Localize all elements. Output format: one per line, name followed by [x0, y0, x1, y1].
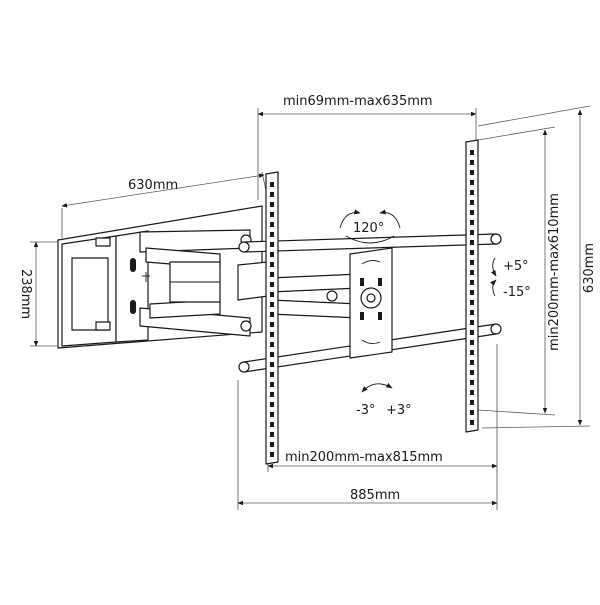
rail-slot	[270, 402, 274, 407]
rail-slot	[270, 332, 274, 337]
rail-slot	[470, 290, 474, 295]
rail-slot	[270, 302, 274, 307]
rail-slot	[270, 202, 274, 207]
rail-slot	[270, 252, 274, 257]
rail-slot	[470, 300, 474, 305]
rail-slot	[470, 380, 474, 385]
rail-slot	[270, 372, 274, 377]
tilt-arrows-icon	[490, 257, 497, 297]
rail-slot	[470, 280, 474, 285]
rail-slot	[470, 390, 474, 395]
rail-slot	[470, 180, 474, 185]
rail-slot	[270, 212, 274, 217]
rail-slot	[270, 362, 274, 367]
label-top-span: min69mm-max635mm	[283, 94, 433, 109]
rail-slot	[470, 220, 474, 225]
rail-slot	[270, 442, 274, 447]
rail-slot	[270, 242, 274, 247]
rail-slot	[270, 262, 274, 267]
rail-slot	[270, 222, 274, 227]
rail-slot	[270, 422, 274, 427]
rail-slot	[470, 250, 474, 255]
rail-slot	[470, 360, 474, 365]
label-plate-height: 238mm	[18, 269, 33, 319]
rail-slot	[470, 160, 474, 165]
label-arm-depth: 630mm	[128, 178, 178, 193]
rotation-labels: 120° +5° -15° -3° +3°	[353, 221, 531, 418]
rail-slot	[470, 190, 474, 195]
rail-slot	[470, 270, 474, 275]
rail-slot	[470, 150, 474, 155]
label-overall-width: 885mm	[350, 488, 400, 503]
label-tilt-down: -15°	[503, 285, 531, 300]
rail-slot	[470, 370, 474, 375]
rail-slot	[270, 382, 274, 387]
rail-slot	[470, 420, 474, 425]
rail-slot	[470, 200, 474, 205]
rail-slot	[270, 312, 274, 317]
rail-slot	[270, 412, 274, 417]
rail-slot	[270, 232, 274, 237]
rail-slot	[470, 230, 474, 235]
tilt-head	[349, 247, 393, 359]
rail-slot	[470, 330, 474, 335]
rail-slot	[470, 410, 474, 415]
rail-slot	[270, 452, 274, 457]
rail-slot	[270, 432, 274, 437]
rail-slot	[270, 182, 274, 187]
label-overall-height: 630mm	[582, 243, 597, 293]
rail-slot	[270, 322, 274, 327]
rail-slot	[270, 392, 274, 397]
rail-slot	[470, 170, 474, 175]
rail-slot	[470, 320, 474, 325]
label-horizontal-range: min200mm-max815mm	[285, 450, 443, 465]
label-vertical-range: min200mm-max610mm	[547, 193, 562, 351]
dimension-labels: min69mm-max635mm 630mm 238mm min200mm-ma…	[18, 94, 597, 503]
rail-slot	[470, 400, 474, 405]
dimension-lines	[30, 105, 591, 510]
rail-slot	[470, 260, 474, 265]
rail-slot	[470, 350, 474, 355]
swivel-arrows-icon	[339, 209, 401, 244]
rail-slot	[470, 310, 474, 315]
label-level-right: +3°	[386, 403, 412, 418]
rail-slot	[470, 340, 474, 345]
label-level-left: -3°	[356, 403, 375, 418]
level-arrows-icon	[361, 382, 393, 393]
label-swivel: 120°	[353, 221, 384, 236]
rail-slot	[270, 192, 274, 197]
rail-slot	[270, 272, 274, 277]
label-tilt-up: +5°	[503, 259, 529, 274]
rail-slot	[270, 342, 274, 347]
rail-slot	[470, 240, 474, 245]
rail-slot	[270, 292, 274, 297]
rail-slot	[270, 282, 274, 287]
rail-slots	[270, 150, 474, 457]
swing-arms	[139, 229, 361, 337]
rail-slot	[270, 352, 274, 357]
rail-slot	[470, 210, 474, 215]
